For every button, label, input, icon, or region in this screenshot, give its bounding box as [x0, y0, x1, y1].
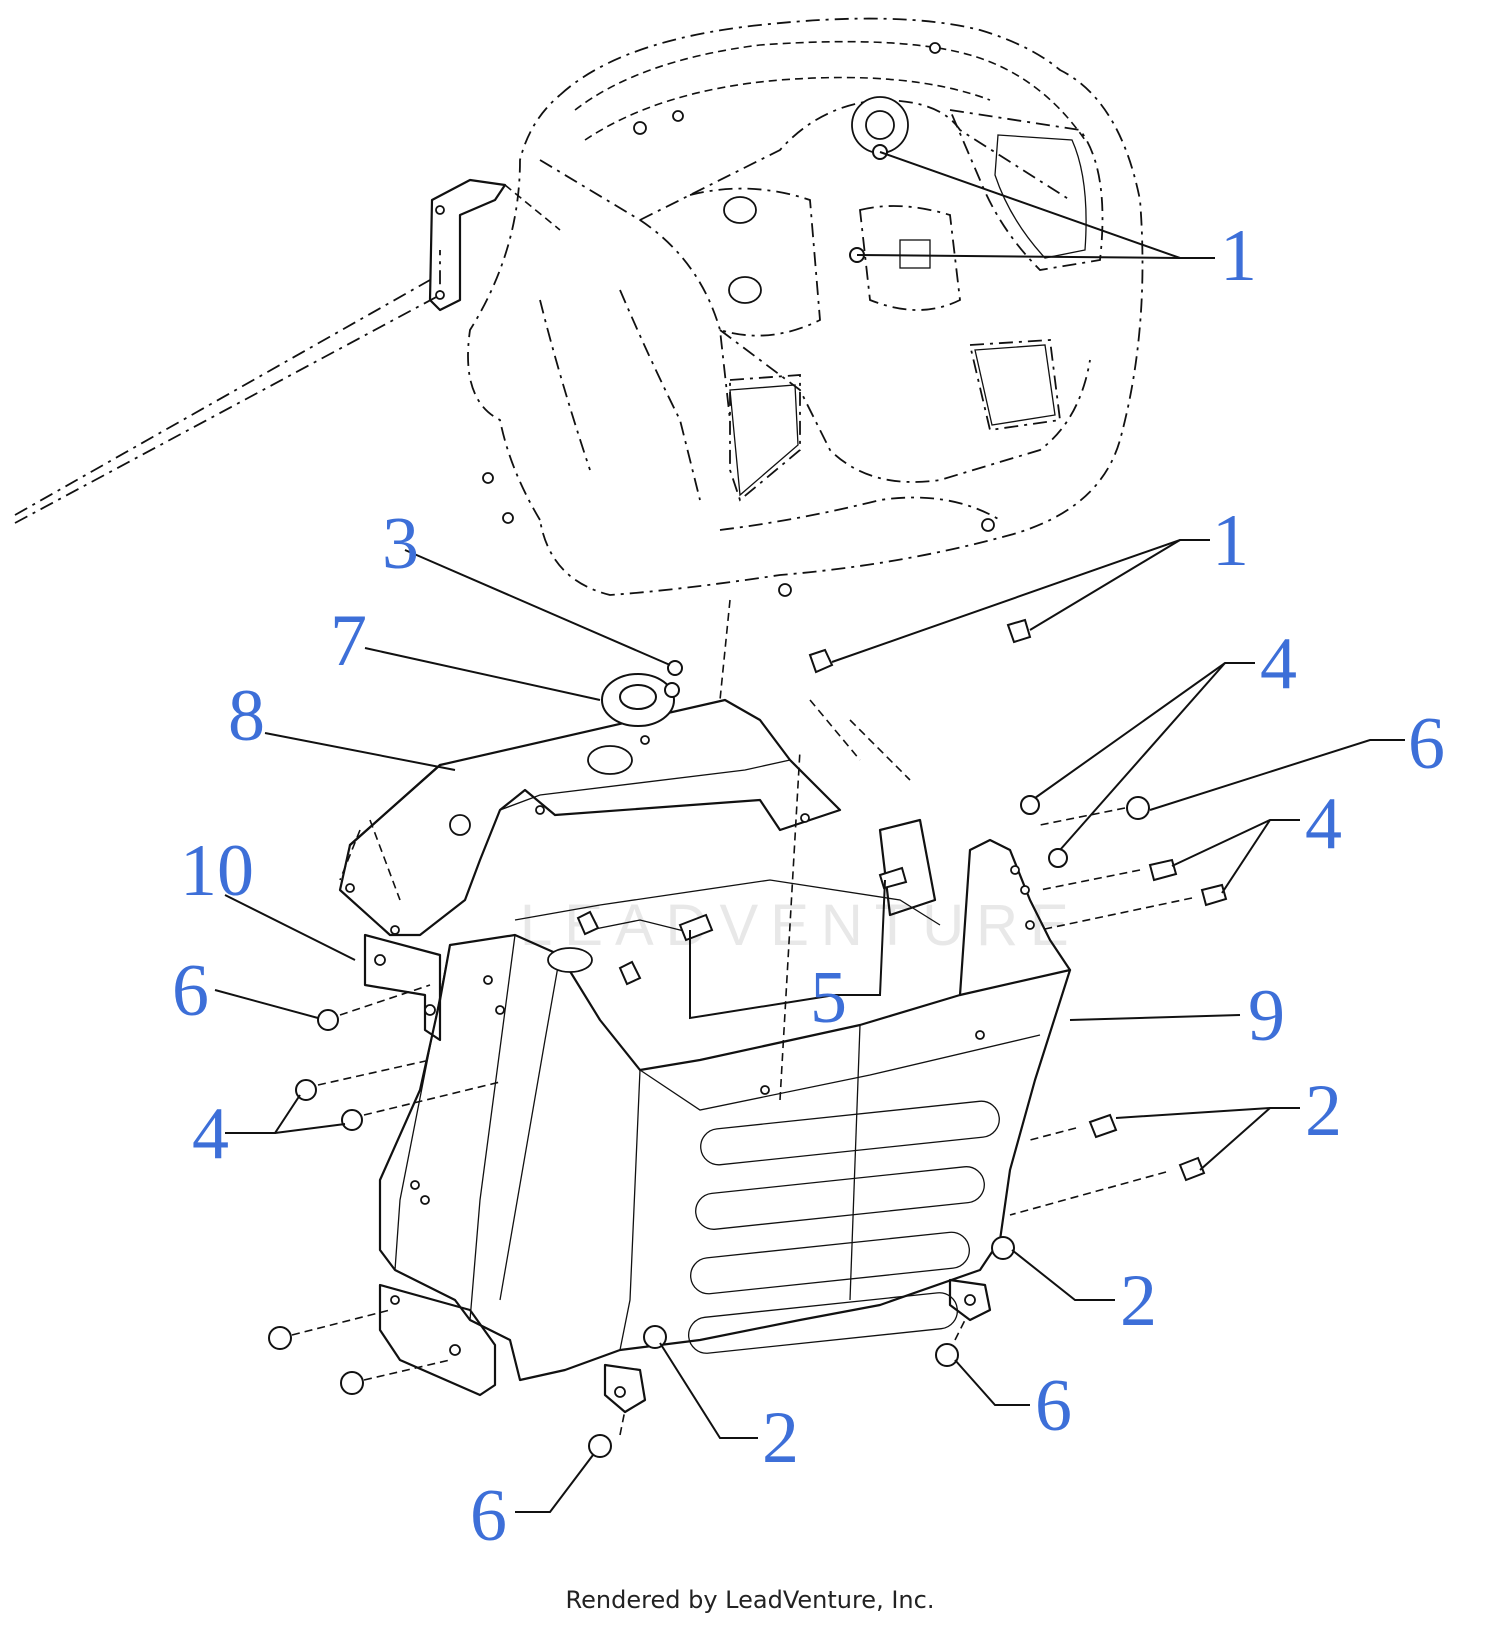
- callout-1-top: 1: [1220, 215, 1257, 297]
- callout-4-left: 4: [192, 1093, 229, 1175]
- leader-lines: [214, 151, 1405, 1513]
- callout-6-left: 6: [172, 950, 209, 1032]
- front-bracket-part-8: [338, 599, 911, 937]
- callout-9: 9: [1248, 975, 1285, 1057]
- front-cover-part-9: [378, 818, 1072, 1414]
- callout-6-bottom-right: 6: [1035, 1365, 1072, 1447]
- lift-rod-bracket: [14, 178, 561, 524]
- callout-1-mid: 1: [1212, 500, 1249, 582]
- assembly-lines: [291, 749, 1193, 1436]
- callout-3: 3: [382, 503, 419, 585]
- callout-4-right: 4: [1305, 783, 1342, 865]
- callout-7: 7: [330, 600, 367, 682]
- callout-2-bottom: 2: [762, 1397, 799, 1479]
- callout-4-top: 4: [1260, 623, 1297, 705]
- callout-2-right-lower: 2: [1120, 1260, 1157, 1342]
- callout-8: 8: [228, 675, 265, 757]
- callout-2-right-upper: 2: [1305, 1070, 1342, 1152]
- callout-10: 10: [180, 830, 254, 912]
- side-bracket-part-10: [363, 933, 442, 1042]
- fasteners: [268, 144, 1228, 1458]
- callout-6-right: 6: [1408, 703, 1445, 785]
- fender-pan-assembly: [467, 17, 1144, 597]
- callout-5: 5: [810, 957, 847, 1039]
- watermark-text: LEADVENTURE: [520, 893, 1081, 958]
- callout-6-bottom-left: 6: [470, 1475, 507, 1557]
- rendered-by-footer: Rendered by LeadVenture, Inc.: [565, 1586, 935, 1614]
- callout-numbers: 1 1 3 7 8 4 6 4 10 6 5 9 4 2 2 6 2 6: [172, 215, 1445, 1557]
